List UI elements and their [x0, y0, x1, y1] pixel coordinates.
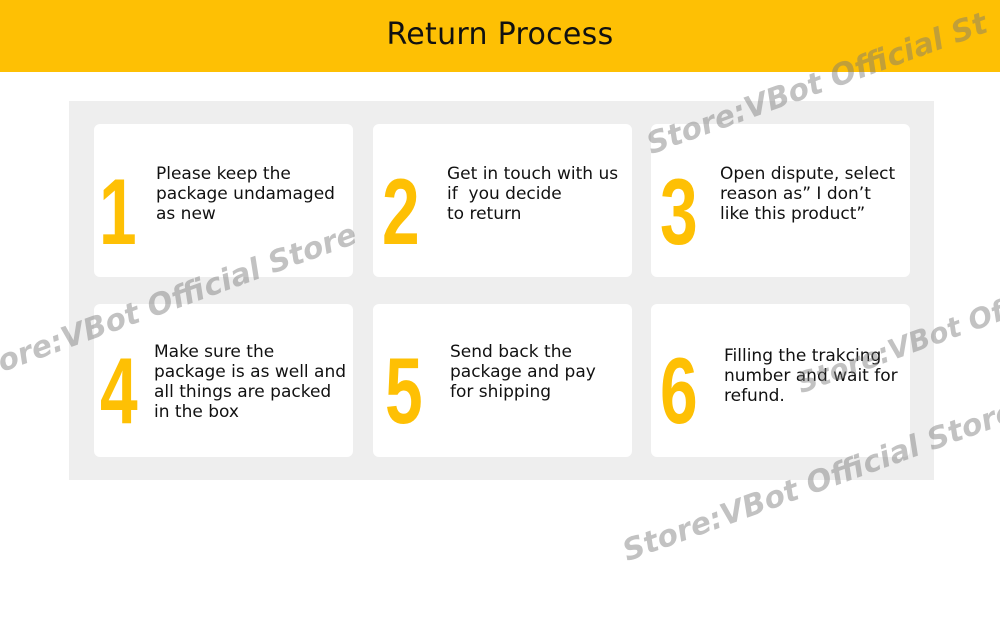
step-number: 1 — [99, 159, 137, 264]
step-text: Get in touch with us if you decide to re… — [447, 164, 619, 224]
step-card-1: 1 Please keep the package undamaged as n… — [94, 124, 353, 277]
step-card-3: 3 Open dispute, select reason as” I don’… — [651, 124, 910, 277]
step-card-6: 6 Filling the trakcing number and wait f… — [651, 304, 910, 457]
header-banner: Return Process — [0, 0, 1000, 72]
step-text: Open dispute, select reason as” I don’t … — [720, 164, 896, 224]
step-text: Make sure the package is as well and all… — [154, 342, 347, 422]
page-title: Return Process — [386, 16, 614, 52]
step-text: Send back the package and pay for shippi… — [450, 342, 596, 402]
step-number: 4 — [100, 338, 138, 443]
step-card-5: 5 Send back the package and pay for ship… — [373, 304, 632, 457]
step-text: Please keep the package undamaged as new — [156, 164, 335, 224]
step-number: 2 — [382, 159, 420, 264]
step-number: 3 — [660, 159, 698, 264]
step-card-2: 2 Get in touch with us if you decide to … — [373, 124, 632, 277]
step-number: 5 — [385, 338, 423, 443]
step-text: Filling the trakcing number and wait for… — [724, 346, 898, 406]
step-card-4: 4 Make sure the package is as well and a… — [94, 304, 353, 457]
step-number: 6 — [660, 338, 698, 443]
